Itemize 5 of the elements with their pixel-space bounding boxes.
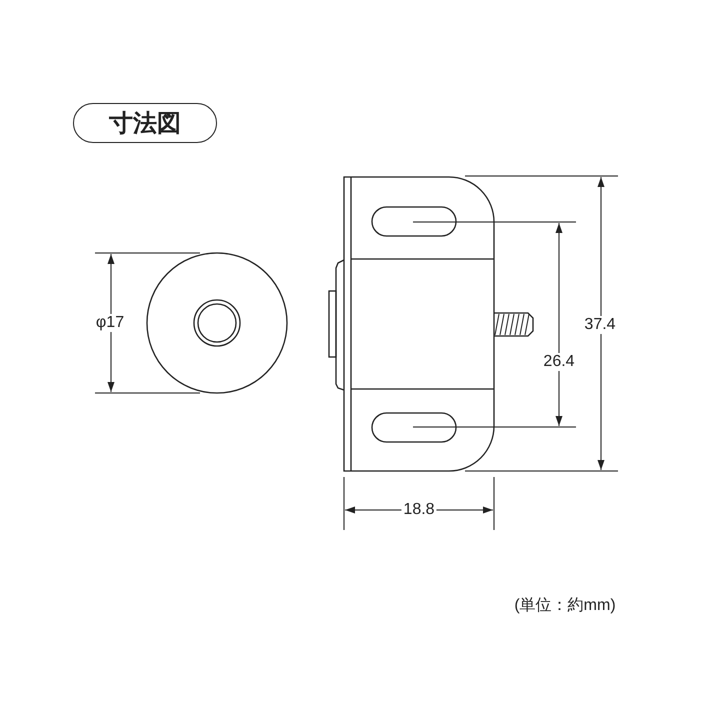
- dimension-label: 37.4: [582, 316, 618, 334]
- dimension-label: 26.4: [541, 353, 577, 371]
- dimension-label: φ17: [94, 314, 126, 332]
- title-pill: 寸法図: [73, 103, 217, 143]
- unit-note: (単位：約mm): [512, 597, 618, 615]
